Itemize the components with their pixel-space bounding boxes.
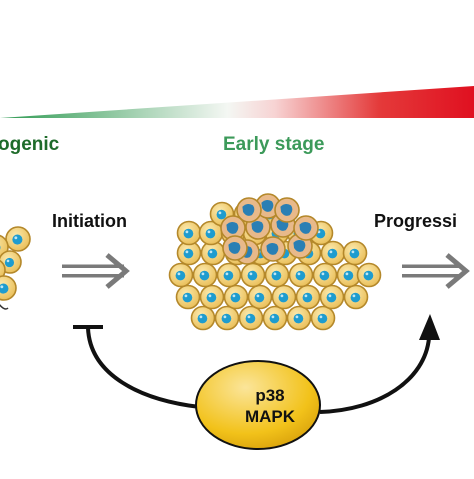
arrowhead-icon — [419, 314, 440, 340]
cell — [266, 264, 289, 287]
nucleus — [12, 235, 22, 245]
cell — [240, 307, 263, 330]
early-stage-cell-cluster — [170, 194, 381, 330]
nucleus — [350, 249, 360, 259]
nucleus — [222, 314, 232, 324]
cell — [312, 307, 335, 330]
nucleus — [248, 271, 258, 281]
cell — [314, 264, 337, 287]
nucleus — [206, 229, 216, 239]
initiation-arrow-icon — [62, 255, 126, 287]
aberrant-cell — [261, 237, 285, 261]
left-cell-cluster — [0, 227, 30, 309]
nucleus — [270, 314, 280, 324]
nucleus — [183, 293, 193, 303]
nucleus — [328, 249, 338, 259]
nucleus — [224, 271, 234, 281]
cell — [321, 286, 344, 309]
nucleus — [303, 293, 313, 303]
nucleus — [208, 249, 218, 259]
aberrant-cell — [223, 236, 247, 260]
nucleus — [231, 293, 241, 303]
early-stage-label: Early stage — [223, 134, 324, 156]
cell — [194, 264, 217, 287]
nucleus — [279, 293, 289, 303]
cell — [178, 222, 201, 245]
cell — [249, 286, 272, 309]
node-label-p38: p38 — [240, 386, 300, 406]
cell — [170, 264, 193, 287]
activation-arc — [320, 314, 440, 412]
gradient-wedge — [0, 86, 474, 118]
nucleus — [5, 258, 14, 267]
cell — [177, 286, 200, 309]
nucleus — [200, 271, 210, 281]
nucleus — [296, 271, 306, 281]
nucleus — [217, 210, 227, 220]
cell — [225, 286, 248, 309]
nucleus — [184, 249, 194, 259]
nucleus — [255, 293, 265, 303]
progression-arrow-icon — [402, 255, 466, 287]
cell — [358, 264, 381, 287]
nucleus — [294, 314, 304, 324]
cell — [297, 286, 320, 309]
nucleus — [184, 229, 194, 239]
cell — [0, 276, 16, 300]
nucleus — [351, 293, 361, 303]
node-label-mapk: MAPK — [222, 407, 318, 427]
nucleus — [318, 314, 328, 324]
nucleus — [327, 293, 337, 303]
cell — [273, 286, 296, 309]
initiation-label: Initiation — [52, 211, 127, 232]
cell — [201, 286, 224, 309]
cell — [288, 307, 311, 330]
nucleus — [207, 293, 217, 303]
nucleus — [176, 271, 186, 281]
cell — [192, 307, 215, 330]
nucleus — [364, 271, 374, 281]
nucleus — [320, 271, 330, 281]
aberrant-cell — [294, 216, 318, 240]
nucleus — [272, 271, 282, 281]
cell — [290, 264, 313, 287]
nucleus — [198, 314, 208, 324]
progression-label: Progressi — [374, 211, 457, 232]
nucleus — [344, 271, 354, 281]
aberrant-cell — [237, 198, 261, 222]
aberrant-cell — [275, 198, 299, 222]
cell — [322, 242, 345, 265]
cell — [345, 286, 368, 309]
nucleus — [246, 314, 256, 324]
cell — [216, 307, 239, 330]
cell — [264, 307, 287, 330]
cell — [6, 227, 30, 251]
cell — [218, 264, 241, 287]
left-stage-label: ogenic — [0, 134, 59, 156]
cell — [344, 242, 367, 265]
cell — [242, 264, 265, 287]
inhibition-arc — [73, 327, 200, 407]
